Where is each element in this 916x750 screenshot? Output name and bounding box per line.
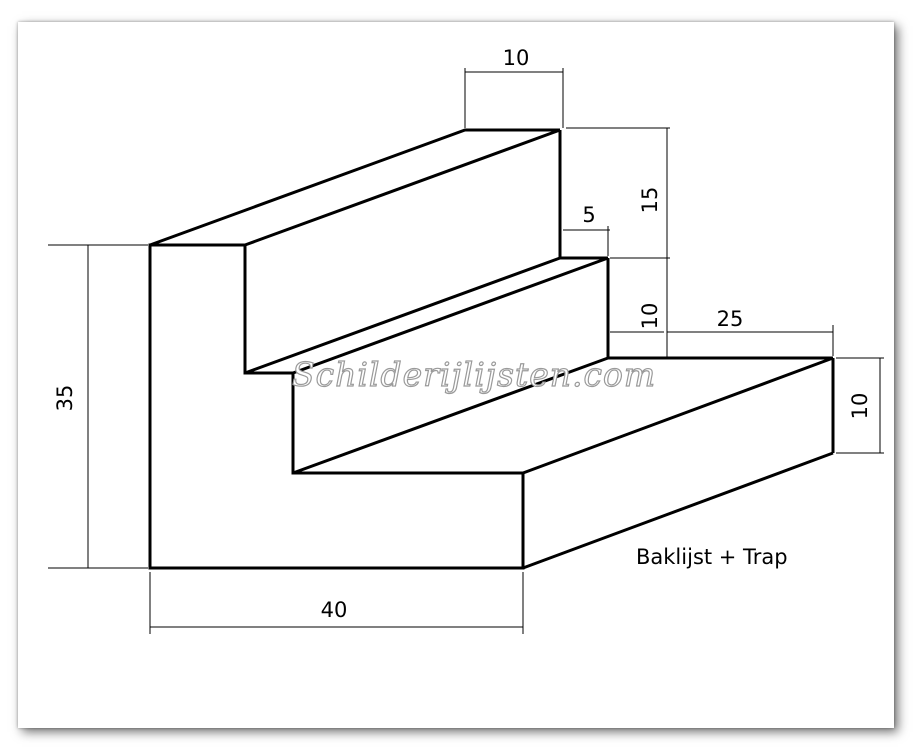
watermark: Schilderijlijsten.com [292, 355, 656, 394]
dim-top-width: 10 [503, 46, 530, 70]
dim-middle-height: 10 [638, 303, 662, 330]
dim-step-offset: 5 [582, 203, 595, 227]
drawing-caption: Baklijst + Trap [636, 545, 788, 569]
dim-total-height: 35 [53, 385, 77, 412]
dim-lower-height: 10 [848, 393, 872, 420]
dim-total-width: 40 [321, 598, 348, 622]
dim-upper-height: 15 [638, 187, 662, 214]
dim-lower-width: 25 [717, 307, 744, 331]
top-ridge [149, 128, 560, 247]
drawing-frame [18, 22, 894, 728]
